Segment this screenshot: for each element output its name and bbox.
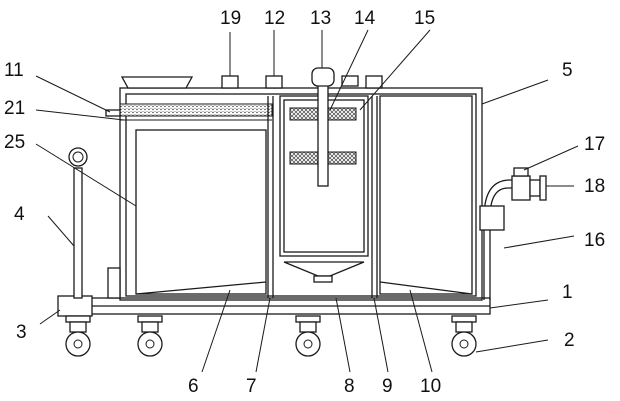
callout-18: 18 — [584, 176, 605, 197]
feed-hopper — [120, 76, 194, 89]
push-handle — [68, 147, 88, 299]
outlet-pipe — [479, 167, 547, 300]
callout-2: 2 — [564, 330, 575, 351]
left-chamber — [107, 129, 267, 299]
callout-7: 7 — [246, 376, 257, 397]
callout-14: 14 — [354, 8, 376, 29]
callout-13: 13 — [310, 8, 331, 29]
callout-12: 12 — [264, 8, 285, 29]
callout-4: 4 — [14, 204, 25, 225]
caster-4 — [451, 315, 477, 357]
callout-10: 10 — [420, 376, 441, 397]
left-partition — [267, 96, 274, 298]
callout-17: 17 — [584, 134, 605, 155]
right-chamber — [379, 95, 473, 295]
callout-16: 16 — [584, 230, 605, 251]
callout-19: 19 — [220, 8, 241, 29]
callout-1: 1 — [562, 282, 573, 303]
leader-lines — [35, 29, 579, 373]
caster-1 — [65, 315, 91, 357]
callout-11: 11 — [4, 60, 24, 81]
callout-9: 9 — [382, 376, 393, 397]
main-tank — [119, 87, 483, 301]
callout-5: 5 — [562, 60, 573, 81]
callout-15: 15 — [414, 8, 435, 29]
casters — [65, 315, 477, 357]
callout-21: 21 — [4, 98, 25, 119]
caster-3 — [295, 315, 321, 357]
right-partition — [371, 96, 378, 298]
center-filter-tank — [279, 67, 369, 283]
caster-2 — [137, 315, 163, 357]
filter-layer — [119, 103, 273, 117]
base-frame — [57, 295, 491, 317]
side-inlet — [105, 109, 121, 117]
callout-8: 8 — [344, 376, 355, 397]
callout-6: 6 — [188, 376, 199, 397]
callout-3: 3 — [16, 322, 27, 343]
callout-labels: 1 2 3 4 5 6 7 8 9 10 11 21 25 19 12 13 1… — [4, 8, 605, 397]
callout-25: 25 — [4, 132, 25, 153]
